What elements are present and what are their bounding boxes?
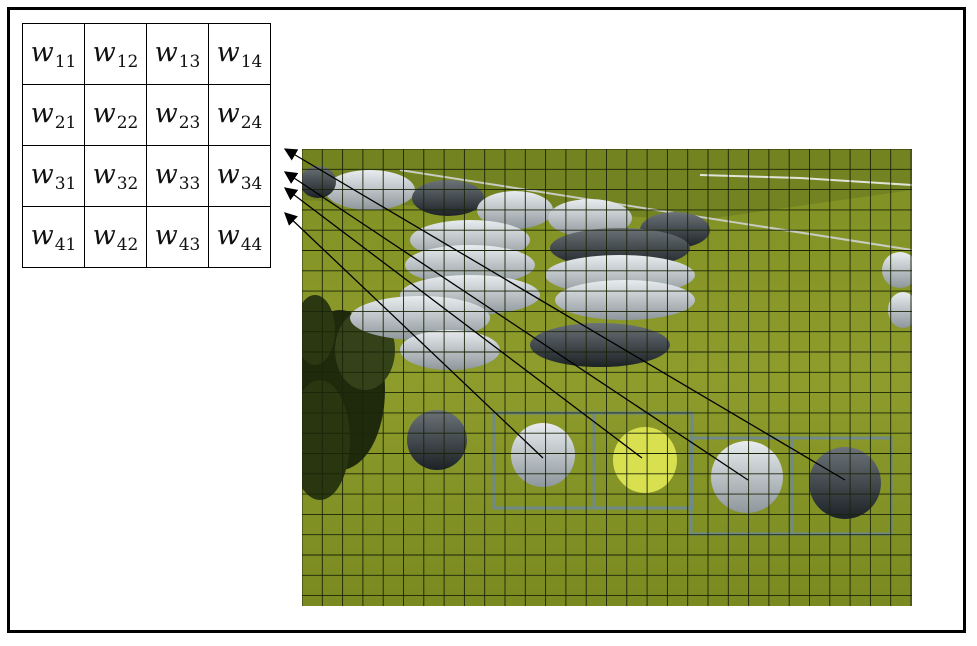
weight-subscript: 31 [54,173,77,194]
arrow-1 [284,212,544,459]
weight-subscript: 21 [54,112,77,133]
weight-cell: w41 [22,206,85,268]
weight-symbol: w [92,97,116,129]
weight-subscript: 11 [54,51,77,72]
parking-lot-photo [302,149,912,606]
weight-symbol: w [154,97,178,129]
weight-symbol: w [92,219,116,251]
weight-cell: w13 [146,23,209,85]
weight-subscript: 42 [116,234,139,255]
weight-symbol: w [216,36,240,68]
arrow-4 [283,148,846,481]
weight-symbol: w [92,158,116,190]
weight-cell: w33 [146,145,209,207]
weight-subscript: 12 [116,51,139,72]
weight-cell: w23 [146,84,209,146]
weight-subscript: 13 [178,51,201,72]
weight-cell: w22 [84,84,147,146]
weight-subscript: 33 [178,173,201,194]
weight-cell: w32 [84,145,147,207]
weight-subscript: 34 [240,173,263,194]
weight-symbol: w [154,36,178,68]
weight-cell: w34 [208,145,271,207]
weight-symbol: w [30,158,54,190]
weight-subscript: 22 [116,112,139,133]
weight-symbol: w [216,158,240,190]
weight-subscript: 32 [116,173,139,194]
weight-subscript: 14 [240,51,263,72]
weight-cell: w24 [208,84,271,146]
weight-subscript: 43 [178,234,201,255]
weight-cell: w44 [208,206,271,268]
weight-subscript: 24 [240,112,263,133]
weight-symbol: w [216,97,240,129]
weight-symbol: w [30,97,54,129]
weight-symbol: w [30,36,54,68]
weight-symbol: w [30,219,54,251]
arrow-3 [283,171,749,481]
weight-cell: w21 [22,84,85,146]
weight-subscript: 41 [54,234,77,255]
weight-subscript: 44 [240,234,263,255]
weight-cell: w31 [22,145,85,207]
weight-symbol: w [154,219,178,251]
weight-symbol: w [216,219,240,251]
weight-subscript: 23 [178,112,201,133]
weight-symbol: w [92,36,116,68]
weight-cell: w43 [146,206,209,268]
grid-overlay [302,149,912,606]
path-line [699,174,912,186]
weight-symbol: w [154,158,178,190]
arrows [283,148,846,481]
arrow-2 [283,187,643,459]
weight-cell: w14 [208,23,271,85]
